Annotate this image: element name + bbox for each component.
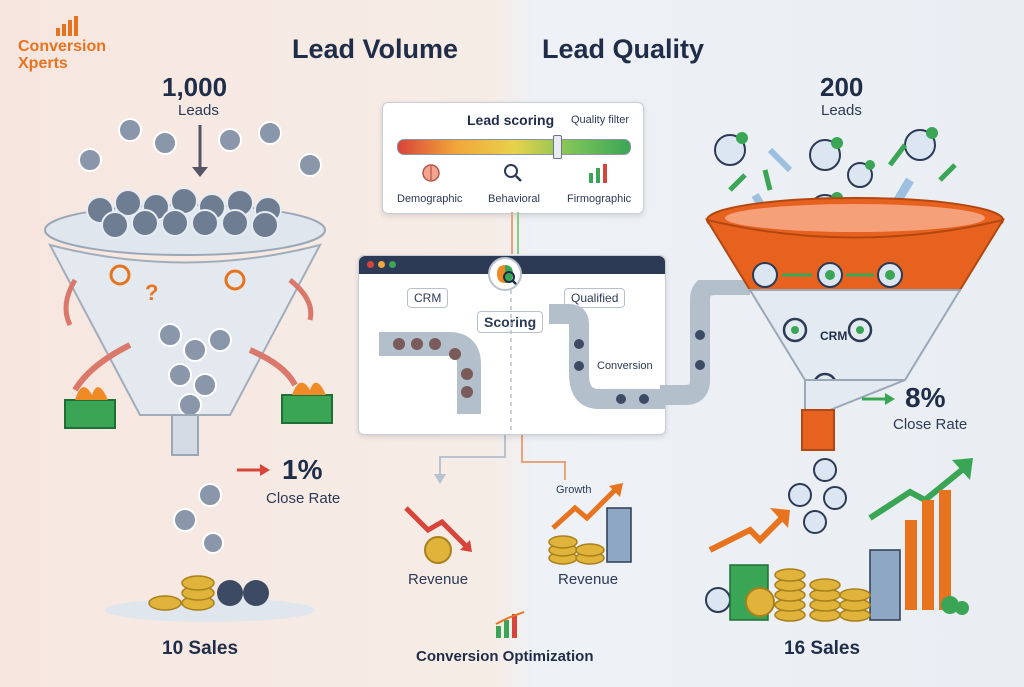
left-lead-count: 1,000: [162, 72, 227, 103]
pipeline-panel: CRM Qualified Scoring Conversion: [358, 255, 666, 435]
lead-scoring-title: Lead scoring: [467, 112, 554, 128]
scoring-brain-icon: [485, 254, 525, 294]
optimization-chart-icon: [494, 610, 528, 638]
brand-line-2: Xperts: [18, 55, 106, 72]
svg-text:?: ?: [145, 280, 158, 305]
conversion-optimization-title: Conversion Optimization: [416, 648, 594, 665]
lead-volume-title: Lead Volume: [292, 34, 458, 65]
factor-firmographic: Firmographic: [567, 193, 631, 205]
left-funnel-illustration: ?: [20, 115, 350, 685]
revenue-right-label: Revenue: [558, 571, 618, 588]
left-close-rate-label: Close Rate: [266, 490, 340, 507]
brain-icon: [421, 163, 441, 183]
magnifier-icon: [503, 163, 523, 183]
quality-filter-handle[interactable]: [553, 135, 562, 159]
brand-bars-icon: [56, 16, 82, 36]
right-sales-count: 16 Sales: [784, 638, 860, 660]
window-minimize-dot[interactable]: [378, 261, 385, 268]
revenue-growth-icon: [545, 478, 645, 568]
right-funnel-crm-label: CRM: [820, 329, 847, 343]
brand-logo: Conversion Xperts: [18, 38, 106, 72]
revenue-left-label: Revenue: [408, 571, 468, 588]
factor-demographic: Demographic: [397, 193, 462, 205]
left-sales-count: 10 Sales: [162, 638, 238, 660]
right-close-rate-label: Close Rate: [893, 416, 967, 433]
scoring-gradient-bar: [397, 139, 631, 155]
lead-quality-title: Lead Quality: [542, 34, 704, 65]
right-lead-count-label: Leads: [821, 102, 862, 119]
right-lead-count: 200: [820, 72, 863, 103]
lead-scoring-panel: Lead scoring Quality filter Demographic …: [382, 102, 644, 214]
quality-filter-label: Quality filter: [571, 114, 629, 126]
bar-chart-icon: [587, 163, 609, 183]
left-close-rate: 1%: [282, 454, 322, 486]
pipeline-pipes: [359, 274, 665, 434]
right-close-rate: 8%: [905, 382, 945, 414]
factor-behavioral: Behavioral: [488, 193, 540, 205]
brand-line-1: Conversion: [18, 38, 106, 55]
window-maximize-dot[interactable]: [389, 261, 396, 268]
right-funnel-illustration: [690, 120, 1020, 680]
window-close-dot[interactable]: [367, 261, 374, 268]
revenue-down-icon: [398, 500, 488, 570]
